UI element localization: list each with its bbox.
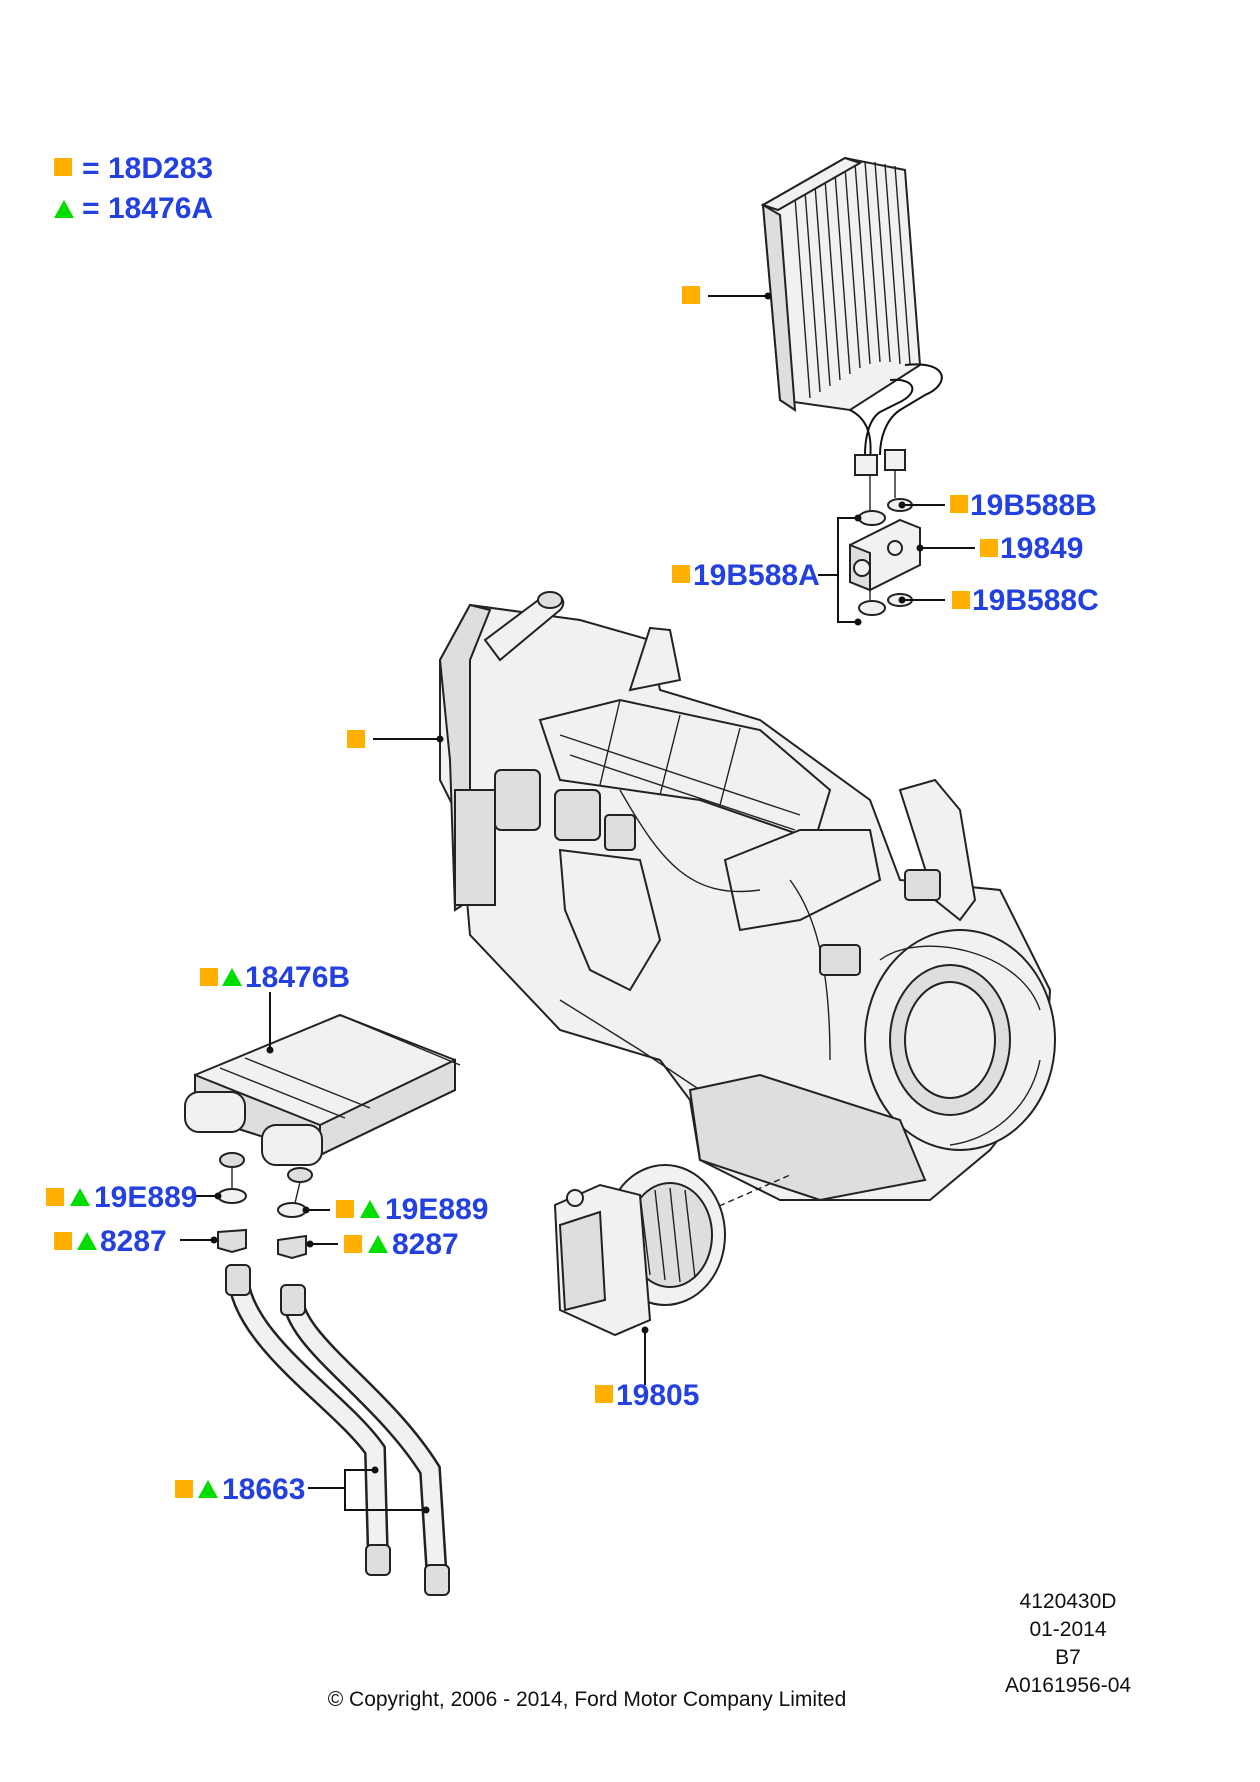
label-19b588a: 19B588A [693,559,820,592]
callout-o-ring-left: 19B588A [672,514,862,626]
square-marker-icon [175,1480,193,1498]
square-marker-icon [950,495,968,513]
legend-triangle-code: 18476A [108,192,213,225]
square-marker-icon [952,591,970,609]
callout-o-ring-bottom: 19B588C [898,584,1099,617]
figure-id: 4120430D [1020,1590,1117,1613]
legend: = 18D283 = 18476A [54,152,213,225]
heater-core-drawing [184,1013,461,1183]
blower-motor-drawing [553,1164,791,1337]
clamps-drawing [217,1228,307,1260]
callout-clamp-left: 8287 [54,1225,218,1258]
copyright-notice: © Copyright, 2006 - 2014, Ford Motor Com… [328,1688,847,1711]
label-8287-right: 8287 [392,1228,459,1261]
callout-evaporator-core [682,286,772,304]
label-8287-left: 8287 [100,1225,167,1258]
callout-seal-left: 19E889 [46,1181,222,1214]
square-marker-icon [344,1235,362,1253]
square-marker-icon [682,286,700,304]
callout-blower-motor: 19805 [595,1326,699,1412]
triangle-marker-icon [70,1188,90,1206]
triangle-marker-icon [222,968,242,986]
square-marker-icon [46,1188,64,1206]
legend-equals: = [82,192,100,225]
label-19b588c: 19B588C [972,584,1099,617]
callout-heater-core: 18476B [200,961,350,1054]
callout-seal-right: 19E889 [302,1193,488,1226]
figure-ref: A0161956-04 [1005,1674,1131,1697]
label-19e889-right: 19E889 [385,1193,488,1226]
triangle-marker-icon [54,200,74,218]
hvac-housing-drawing [438,591,1056,1202]
square-marker-icon [347,730,365,748]
legend-equals: = [82,152,100,185]
square-marker-icon [980,539,998,557]
label-19b588b: 19B588B [970,489,1097,522]
square-marker-icon [336,1200,354,1218]
callout-housing [347,730,444,748]
label-19849: 19849 [1000,532,1083,565]
square-marker-icon [672,565,690,583]
square-marker-icon [595,1385,613,1403]
callout-heater-hoses: 18663 [175,1466,430,1514]
label-18476b: 18476B [245,961,350,994]
expansion-valve-drawing [849,470,921,616]
heater-hoses-drawing [225,1264,450,1596]
figure-date: 01-2014 [1029,1618,1106,1641]
callout-clamp-right: 8287 [306,1228,459,1261]
square-marker-icon [200,968,218,986]
label-19e889-left: 19E889 [94,1181,197,1214]
callout-o-ring-top: 19B588B [898,489,1097,522]
square-marker-icon [54,158,72,176]
evaporator-core-drawing [760,156,943,476]
label-18663: 18663 [222,1473,305,1506]
legend-square-code: 18D283 [108,152,213,185]
triangle-marker-icon [198,1480,218,1498]
callout-expansion-valve: 19849 [916,532,1083,565]
square-marker-icon [54,1232,72,1250]
triangle-marker-icon [360,1200,380,1218]
triangle-marker-icon [368,1235,388,1253]
label-19805: 19805 [616,1379,699,1412]
figure-rev: B7 [1055,1646,1081,1669]
document-info: 4120430D 01-2014 B7 A0161956-04 [1005,1590,1131,1697]
triangle-marker-icon [77,1232,97,1250]
